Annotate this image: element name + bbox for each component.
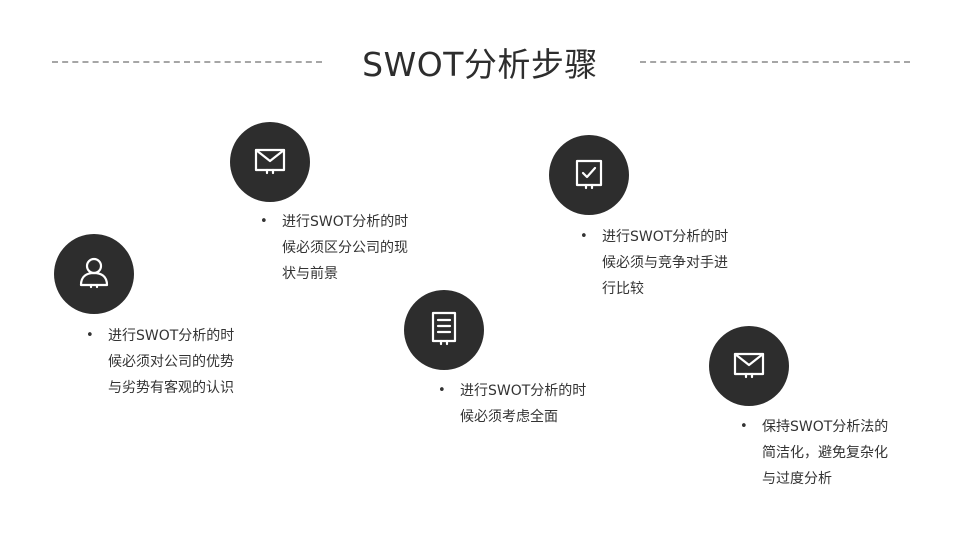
step-5-item: • 保持SWOT分析法的 简洁化，避免复杂化 与过度分析: [740, 414, 889, 492]
bullet: •: [740, 419, 748, 434]
right-dashed-line: [640, 61, 910, 63]
checkbox-icon: [569, 153, 609, 197]
step-4-item: • 进行SWOT分析的时 候必须与竞争对手进 行比较: [580, 224, 729, 302]
bullet: •: [86, 328, 94, 343]
bullet: •: [438, 383, 446, 398]
step-2-text: 进行SWOT分析的时 候必须区分公司的现 状与前景: [282, 214, 409, 282]
step-1-text: 进行SWOT分析的时 候必须对公司的优势 与劣势有客观的认识: [108, 328, 235, 396]
user-icon: [74, 252, 114, 296]
step-4-text: 进行SWOT分析的时 候必须与竞争对手进 行比较: [602, 229, 729, 297]
bullet: •: [260, 214, 268, 229]
step-3-circle: [404, 290, 484, 370]
step-2-item: • 进行SWOT分析的时 候必须区分公司的现 状与前景: [260, 209, 409, 287]
step-5-circle: [709, 326, 789, 406]
step-4-circle: [549, 135, 629, 215]
step-3-text: 进行SWOT分析的时 候必须考虑全面: [460, 383, 587, 425]
mail-icon: [729, 344, 769, 388]
bullet: •: [580, 229, 588, 244]
step-1-item: • 进行SWOT分析的时 候必须对公司的优势 与劣势有客观的认识: [86, 323, 235, 401]
mail-icon: [250, 140, 290, 184]
step-5-text: 保持SWOT分析法的 简洁化，避免复杂化 与过度分析: [762, 419, 889, 487]
step-1-circle: [54, 234, 134, 314]
left-dashed-line: [52, 61, 322, 63]
step-3-item: • 进行SWOT分析的时 候必须考虑全面: [438, 378, 587, 430]
step-2-circle: [230, 122, 310, 202]
page-title: SWOT分析步骤: [362, 45, 598, 84]
document-icon: [424, 308, 464, 352]
